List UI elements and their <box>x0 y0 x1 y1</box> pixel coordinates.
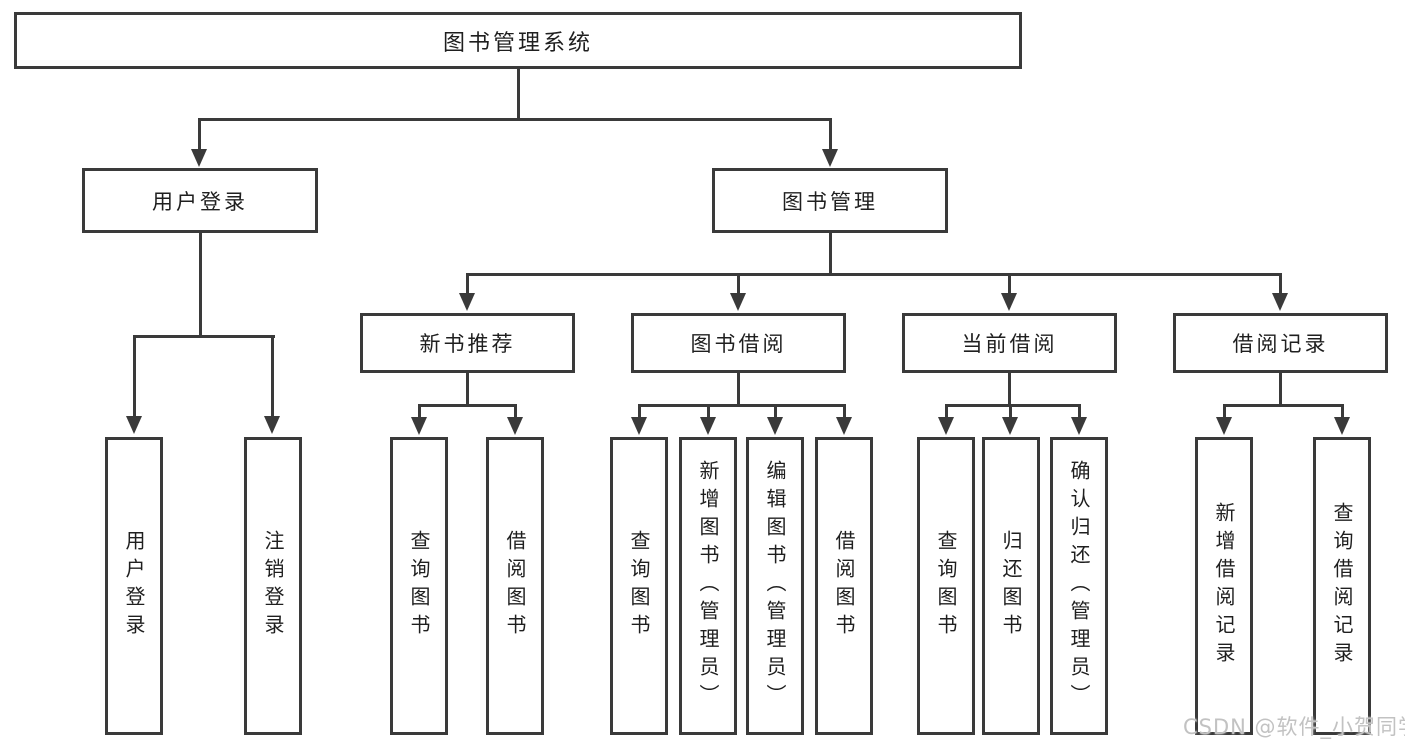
arrow-down-icon <box>1002 417 1018 435</box>
leaf-logout: 注销登录 <box>244 437 302 735</box>
connector-vline <box>829 233 832 275</box>
arrow-down-icon <box>700 417 716 435</box>
leaf-query-books-recommend: 查询图书 <box>390 437 448 735</box>
node-book-borrowing: 图书借阅 <box>631 313 846 373</box>
node-borrow-records: 借阅记录 <box>1173 313 1388 373</box>
node-user-login: 用户登录 <box>82 168 318 233</box>
leaf-query-books-borrowing: 查询图书 <box>610 437 668 735</box>
connector-vline <box>737 373 740 407</box>
leaf-edit-book-admin: 编辑图书（管理员） <box>746 437 804 735</box>
connector-vline <box>1009 404 1012 419</box>
node-book-management: 图书管理 <box>712 168 948 233</box>
leaf-query-borrow-record: 查询借阅记录 <box>1313 437 1371 735</box>
arrow-down-icon <box>938 417 954 435</box>
connector-vline <box>737 273 740 295</box>
connector-vline <box>829 118 832 151</box>
connector-vline <box>1008 373 1011 407</box>
connector-hline <box>133 335 275 338</box>
leaf-query-books-current: 查询图书 <box>917 437 975 735</box>
leaf-add-borrow-record: 新增借阅记录 <box>1195 437 1253 735</box>
connector-vline <box>945 404 948 419</box>
connector-vline <box>466 273 469 295</box>
connector-hline <box>418 404 517 407</box>
connector-vline <box>638 404 641 419</box>
arrow-down-icon <box>191 149 207 167</box>
leaf-add-book-admin: 新增图书（管理员） <box>679 437 737 735</box>
csdn-watermark: CSDN @软件_小贺同学 <box>1183 715 1405 739</box>
connector-vline <box>843 404 846 419</box>
connector-vline <box>1078 404 1081 419</box>
connector-hline <box>466 273 1282 276</box>
connector-vline <box>1008 273 1011 295</box>
node-root-system: 图书管理系统 <box>14 12 1022 69</box>
arrow-down-icon <box>1216 417 1232 435</box>
connector-vline <box>1223 404 1226 419</box>
leaf-confirm-return-admin: 确认归还（管理员） <box>1050 437 1108 735</box>
connector-hline <box>1223 404 1344 407</box>
connector-vline <box>466 373 469 407</box>
arrow-down-icon <box>730 293 746 311</box>
arrow-down-icon <box>631 417 647 435</box>
connector-vline <box>517 68 520 121</box>
arrow-down-icon <box>507 417 523 435</box>
arrow-down-icon <box>1272 293 1288 311</box>
connector-vline <box>271 335 274 417</box>
arrow-down-icon <box>836 417 852 435</box>
arrow-down-icon <box>126 416 142 434</box>
leaf-user-login: 用户登录 <box>105 437 163 735</box>
arrow-down-icon <box>1334 417 1350 435</box>
arrow-down-icon <box>411 417 427 435</box>
arrow-down-icon <box>822 149 838 167</box>
connector-vline <box>514 404 517 419</box>
leaf-borrow-books-recommend: 借阅图书 <box>486 437 544 735</box>
arrow-down-icon <box>264 416 280 434</box>
leaf-borrow-books-borrowing: 借阅图书 <box>815 437 873 735</box>
connector-vline <box>1279 273 1282 295</box>
connector-vline <box>198 118 201 151</box>
arrow-down-icon <box>767 417 783 435</box>
arrow-down-icon <box>1071 417 1087 435</box>
leaf-return-book: 归还图书 <box>982 437 1040 735</box>
connector-vline <box>418 404 421 419</box>
arrow-down-icon <box>1001 293 1017 311</box>
connector-hline <box>945 404 1081 407</box>
connector-vline <box>133 335 136 417</box>
connector-vline <box>1279 373 1282 407</box>
arrow-down-icon <box>459 293 475 311</box>
connector-vline <box>1341 404 1344 419</box>
node-current-borrowing: 当前借阅 <box>902 313 1117 373</box>
connector-hline <box>198 118 832 121</box>
connector-vline <box>199 233 202 337</box>
node-new-book-recommend: 新书推荐 <box>360 313 575 373</box>
connector-hline <box>638 404 846 407</box>
connector-vline <box>707 404 710 419</box>
connector-vline <box>774 404 777 419</box>
